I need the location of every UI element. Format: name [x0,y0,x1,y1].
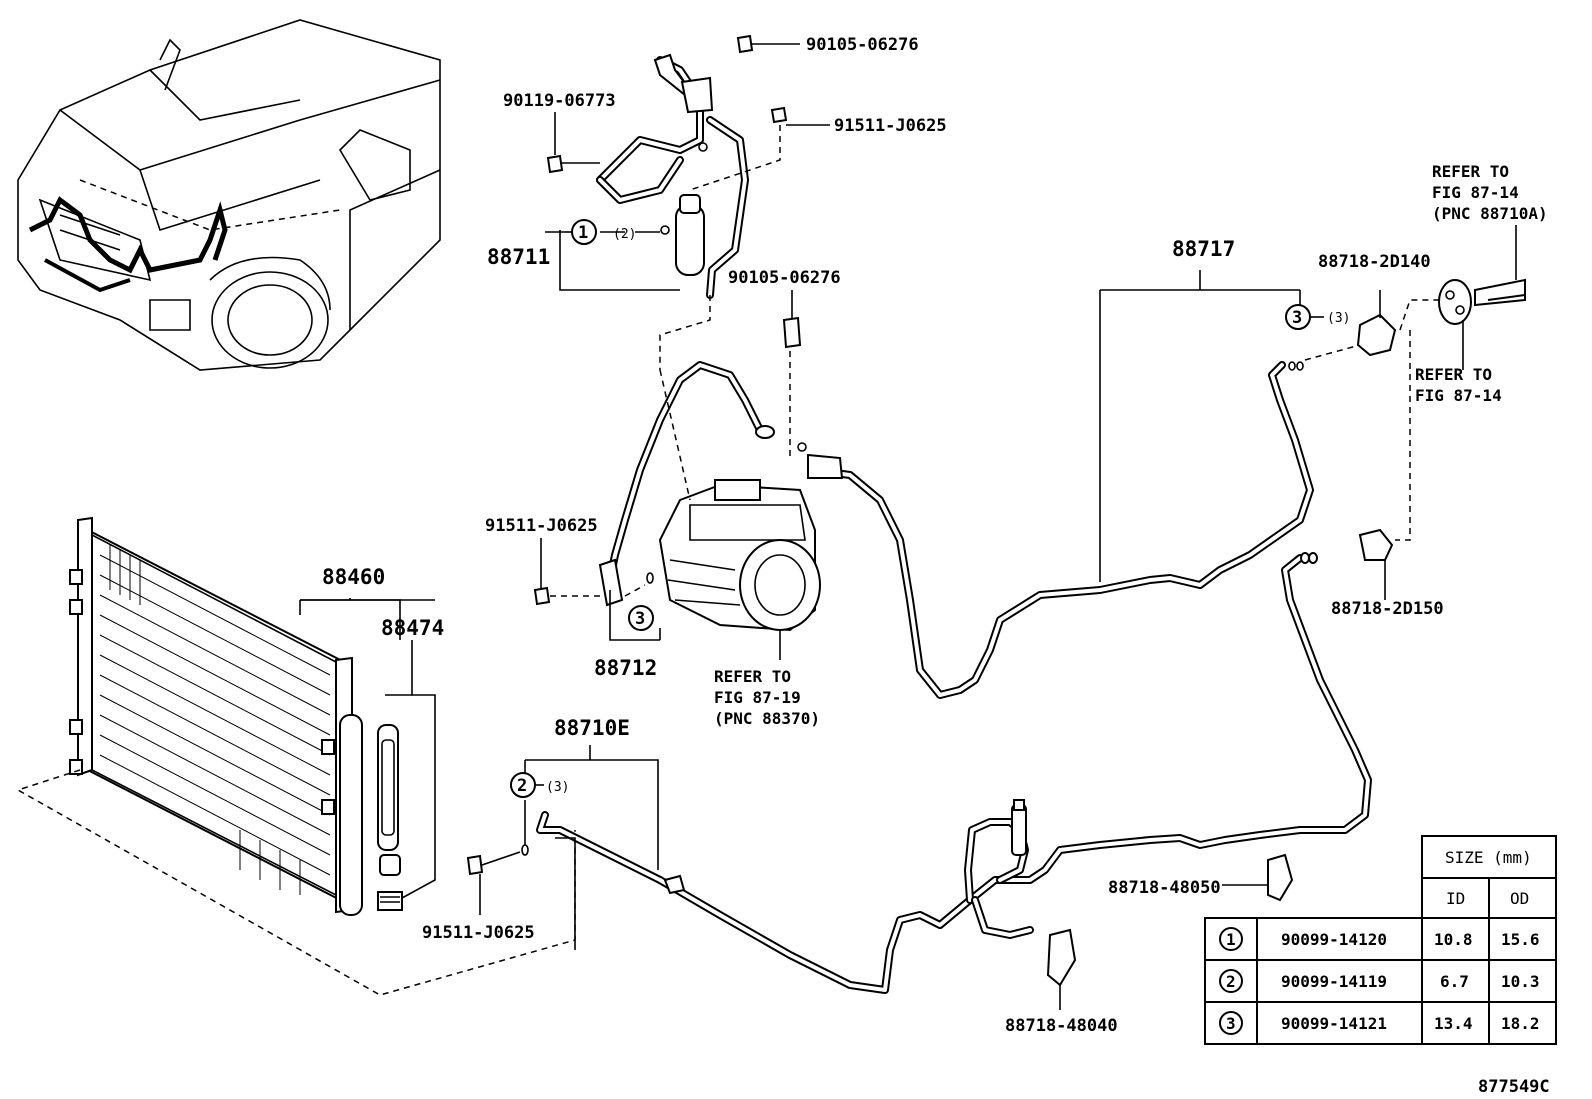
table-col-id: ID [1446,889,1465,908]
label-91511-J0625-bot: 91511-J0625 [422,923,535,943]
label-91511-J0625-top: 91511-J0625 [834,116,947,136]
qty-2: (2) [613,227,636,242]
label-88718-48050: 88718-48050 [1108,878,1221,898]
compressor [533,316,821,660]
vehicle-illustration [17,19,441,371]
circle-marker-1 [571,219,597,245]
table-row-1-id: 10.8 [1434,930,1473,949]
condenser-assembly [16,516,576,996]
refer-c-line1: REFER TO [714,667,791,686]
table-row-2-mark: 2 [1226,972,1236,991]
circle-marker-3-mid-text: 3 [635,609,645,629]
refer-notes: REFER TO FIG 87-14 (PNC 88710A) REFER TO… [714,162,1548,728]
label-88718-2D140: 88718-2D140 [1318,252,1431,272]
refer-a-line2: FIG 87-14 [1432,183,1519,202]
label-90119-06773: 90119-06773 [503,91,616,111]
circle-marker-3-mid [628,605,654,631]
table-row-2-part: 90099-14119 [1281,972,1387,991]
table-row-3-mark: 3 [1226,1014,1236,1033]
circle-marker-1-text: 1 [578,223,588,243]
qty-3-upper: (3) [1327,311,1350,326]
pipe-88710E [466,528,1394,1010]
table-row-3-od: 18.2 [1501,1014,1540,1033]
refer-a-line3: (PNC 88710A) [1432,204,1548,223]
refer-a-line1: REFER TO [1432,162,1509,181]
table-row-2-id: 6.7 [1440,972,1469,991]
label-90105-06276-top: 90105-06276 [806,35,919,55]
qty-3-lower: (3) [546,780,569,795]
hose-88717 [797,225,1526,699]
size-table: SIZE (mm) ID OD 1 90099-14120 10.8 15.6 … [1204,835,1557,1045]
circle-marker-3-upper-text: 3 [1292,308,1302,328]
label-91511-J0625-mid: 91511-J0625 [485,516,598,536]
circle-marker-2-text: 2 [517,776,527,796]
label-88712: 88712 [594,656,657,680]
label-88710E: 88710E [554,716,630,740]
figure-id: 877549C [1478,1077,1550,1097]
label-88718-48040: 88718-48040 [1005,1016,1118,1036]
label-88711: 88711 [487,245,550,269]
refer-c-line3: (PNC 88370) [714,709,820,728]
label-88717: 88717 [1172,237,1235,261]
table-row-3-part: 90099-14121 [1281,1014,1387,1033]
part-labels: 90105-06276 90119-06773 91511-J0625 8871… [322,35,1444,1036]
refer-c-line2: FIG 87-19 [714,688,801,707]
table-row-2-od: 10.3 [1501,972,1540,991]
label-90105-06276-mid: 90105-06276 [728,268,841,288]
table-row-3-id: 13.4 [1434,1014,1473,1033]
refer-b-line1: REFER TO [1415,365,1492,384]
label-88460: 88460 [322,565,385,589]
label-88718-2D150: 88718-2D150 [1331,599,1444,619]
table-row-1-part: 90099-14120 [1281,930,1387,949]
table-row-1-od: 15.6 [1501,930,1540,949]
upper-hoses-group [545,34,830,370]
condenser-core-hatch [99,545,331,895]
label-88474: 88474 [381,616,444,640]
refer-b-line2: FIG 87-14 [1415,386,1502,405]
table-col-od: OD [1510,889,1529,908]
table-row-1-mark: 1 [1226,930,1236,949]
table-header-size: SIZE (mm) [1445,848,1532,867]
